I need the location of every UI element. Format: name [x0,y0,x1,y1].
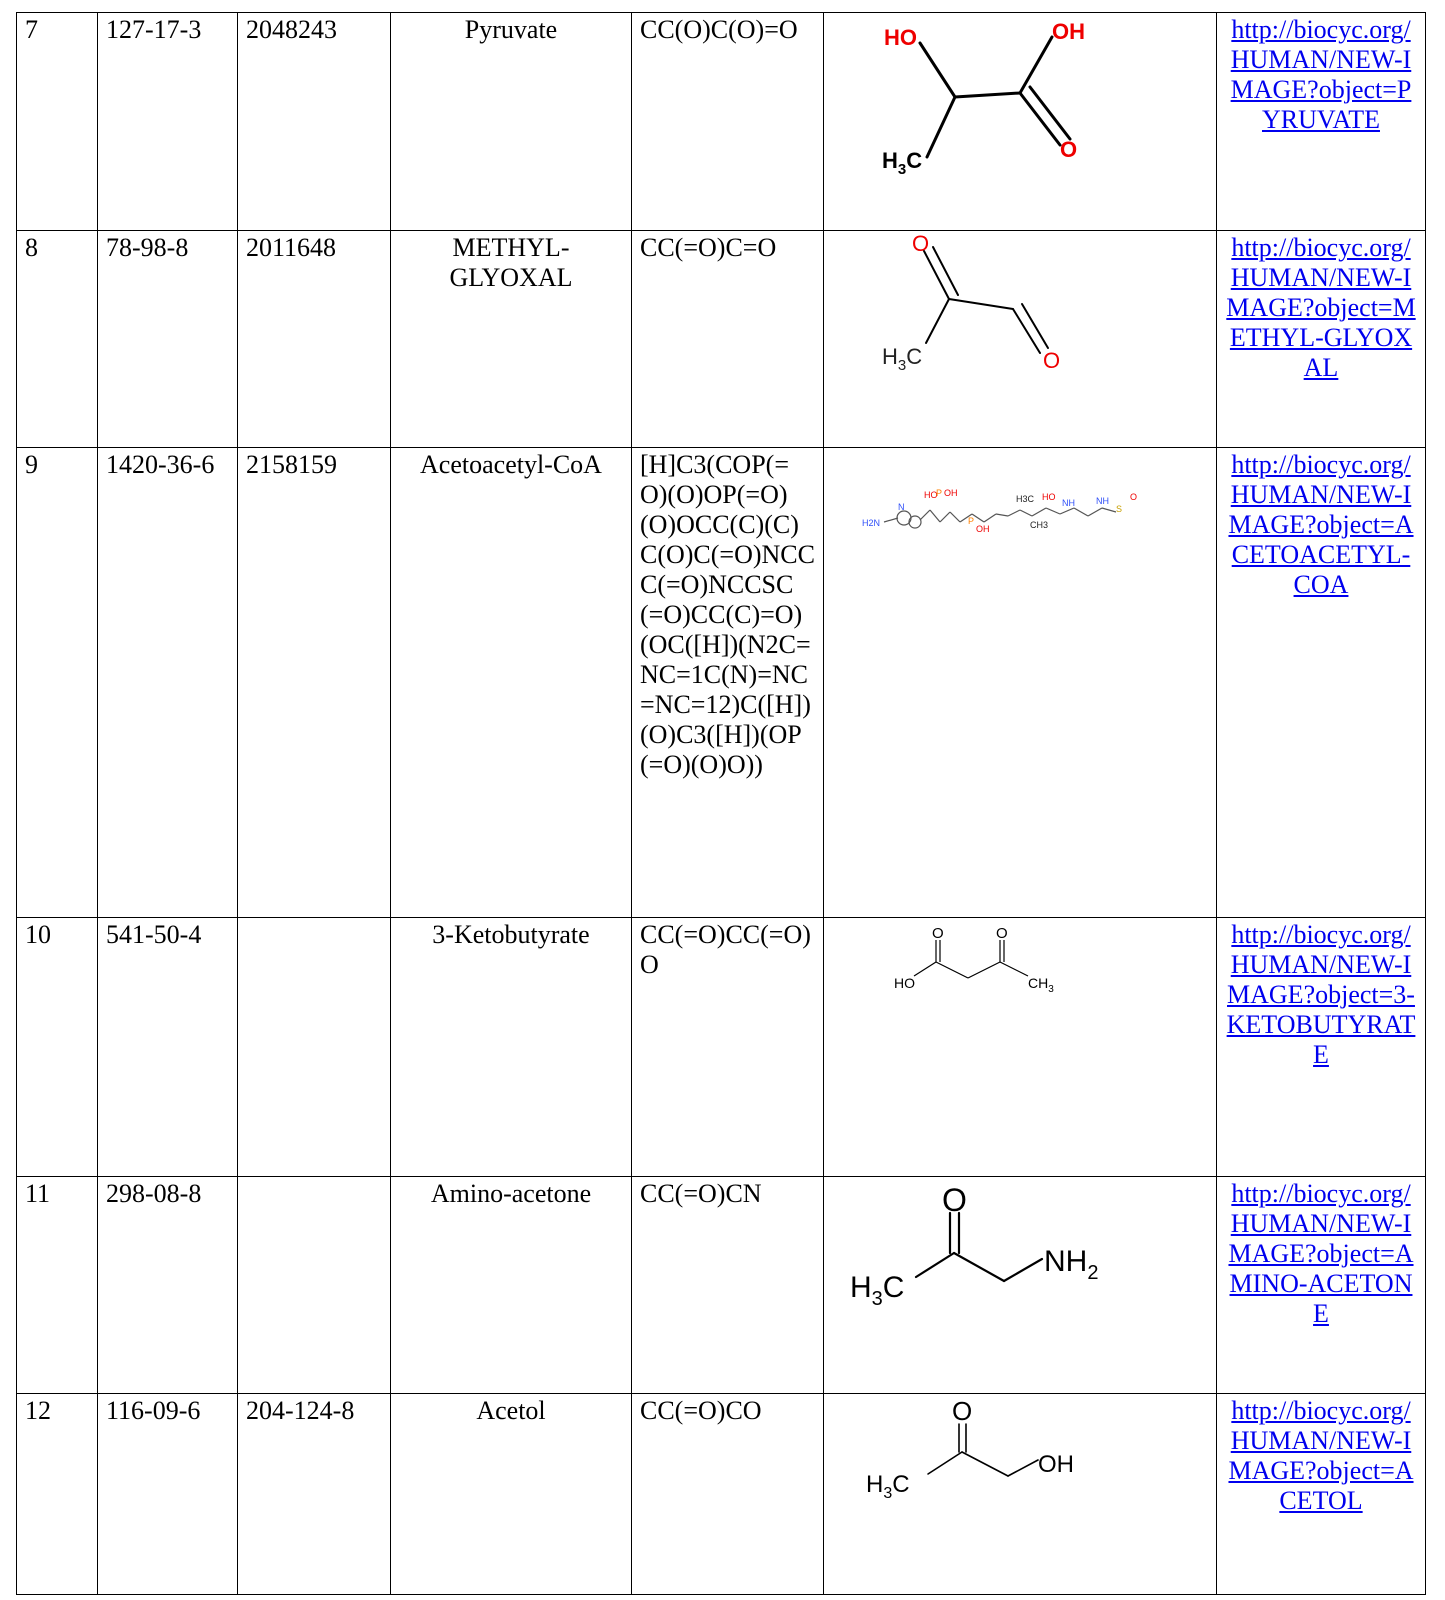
compound-name: Amino-acetone [390,1176,632,1394]
biocyc-link-cell: http://biocyc.org/HUMAN/NEW-IMAGE?object… [1216,230,1426,448]
compound-name: Acetol [390,1393,632,1595]
atom-label: HO [894,975,915,991]
atom-label: O [1043,348,1060,373]
atom-label: O [932,925,944,942]
biocyc-link[interactable]: http://biocyc.org/HUMAN/NEW-IMAGE?object… [1230,15,1412,134]
atom-label: O [1060,137,1077,162]
atom-label: H3C [882,344,922,374]
compound-id: 204-124-8 [237,1393,391,1595]
compound-id: 2158159 [237,447,391,918]
structure-cell: HO OH O H3C [823,12,1217,231]
atom-label: O [912,233,929,256]
cas-number: 127-17-3 [97,12,238,231]
structure-cell: H2N N HO P OH P OH H3C CH3 HO NH NH S O [823,447,1217,918]
biocyc-link-cell: http://biocyc.org/HUMAN/NEW-IMAGE?object… [1216,447,1426,918]
row-number: 7 [16,12,98,231]
atom-label: S [1116,504,1122,514]
compound-name: 3-Ketobutyrate [390,917,632,1177]
atom-label: NH2 [1044,1245,1098,1284]
atom-label: H2N [862,518,880,528]
smiles-string: CC(=O)CC(=O)O [631,917,824,1177]
atom-label: NH [1096,496,1109,506]
metabolite-table: 7 127-17-3 2048243 Pyruvate CC(O)C(O)=O … [16,12,1426,1595]
atom-label: O [942,1182,967,1218]
atom-label: H3C [850,1271,904,1310]
atom-label: OH [944,488,958,498]
atom-label: H3C [866,1471,910,1502]
methylglyoxal-structure-image: O O H3C [882,233,1060,374]
pyruvate-structure-image: HO OH O H3C [882,19,1085,178]
atom-label: OH [1038,1451,1074,1478]
biocyc-link-cell: http://biocyc.org/HUMAN/NEW-IMAGE?object… [1216,1176,1426,1394]
biocyc-link[interactable]: http://biocyc.org/HUMAN/NEW-IMAGE?object… [1226,920,1416,1069]
structure-cell: O O HO CH3 [823,917,1217,1177]
atom-label: OH [1052,19,1085,44]
row-number: 12 [16,1393,98,1595]
atom-label: CH3 [1030,520,1048,530]
atom-label: O [996,925,1008,942]
compound-name: Acetoacetyl-CoA [390,447,632,918]
acetol-structure-image: O H3C OH [866,1396,1074,1502]
cas-number: 541-50-4 [97,917,238,1177]
atom-label: O [952,1396,972,1426]
compound-name: METHYL-GLYOXAL [390,230,632,448]
structure-cell: O H3C NH2 [823,1176,1217,1394]
atom-label: O [1130,492,1137,502]
atom-label: H3C [882,148,922,178]
smiles-string: [H]C3(COP(=O)(O)OP(=O)(O)OCC(C)(C)C(O)C(… [631,447,824,918]
atom-label: N [898,502,905,512]
atom-label: P [936,488,942,498]
row-number: 9 [16,447,98,918]
biocyc-link[interactable]: http://biocyc.org/HUMAN/NEW-IMAGE?object… [1228,1179,1414,1328]
biocyc-link[interactable]: http://biocyc.org/HUMAN/NEW-IMAGE?object… [1228,450,1414,599]
compound-id [237,1176,391,1394]
smiles-string: CC(=O)CN [631,1176,824,1394]
cas-number: 1420-36-6 [97,447,238,918]
atom-label: P [968,516,974,526]
table-row: 7 127-17-3 2048243 Pyruvate CC(O)C(O)=O … [16,12,1426,231]
row-number: 8 [16,230,98,448]
table-row: 9 1420-36-6 2158159 Acetoacetyl-CoA [H]C… [16,447,1426,918]
smiles-string: CC(O)C(O)=O [631,12,824,231]
biocyc-link-cell: http://biocyc.org/HUMAN/NEW-IMAGE?object… [1216,12,1426,231]
smiles-string: CC(=O)C=O [631,230,824,448]
smiles-string: CC(=O)CO [631,1393,824,1595]
biocyc-link-cell: http://biocyc.org/HUMAN/NEW-IMAGE?object… [1216,1393,1426,1595]
cas-number: 298-08-8 [97,1176,238,1394]
acetoacetyl-coa-structure-image: H2N N HO P OH P OH H3C CH3 HO NH NH S O [862,488,1137,534]
compound-name: Pyruvate [390,12,632,231]
ketobutyrate-structure-image: O O HO CH3 [894,925,1054,995]
structure-cell: O H3C OH [823,1393,1217,1595]
atom-label: HO [1042,492,1056,502]
biocyc-link[interactable]: http://biocyc.org/HUMAN/NEW-IMAGE?object… [1226,233,1416,382]
atom-label: NH [1062,498,1075,508]
atom-label: CH3 [1028,975,1054,995]
atom-label: HO [884,25,917,50]
atom-label: H3C [1016,494,1035,504]
row-number: 10 [16,917,98,1177]
table-row: 12 116-09-6 204-124-8 Acetol CC(=O)CO O … [16,1393,1426,1595]
row-number: 11 [16,1176,98,1394]
compound-id: 2011648 [237,230,391,448]
atom-label: OH [976,524,990,534]
atom-label: HO [924,490,938,500]
structure-cell: O O H3C [823,230,1217,448]
table-row: 8 78-98-8 2011648 METHYL-GLYOXAL CC(=O)C… [16,230,1426,448]
biocyc-link-cell: http://biocyc.org/HUMAN/NEW-IMAGE?object… [1216,917,1426,1177]
aminoacetone-structure-image: O H3C NH2 [850,1182,1098,1310]
table-row: 10 541-50-4 3-Ketobutyrate CC(=O)CC(=O)O [16,917,1426,1177]
compound-id: 2048243 [237,12,391,231]
biocyc-link[interactable]: http://biocyc.org/HUMAN/NEW-IMAGE?object… [1228,1396,1414,1515]
cas-number: 78-98-8 [97,230,238,448]
table-row: 11 298-08-8 Amino-acetone CC(=O)CN O H3C… [16,1176,1426,1394]
cas-number: 116-09-6 [97,1393,238,1595]
compound-id [237,917,391,1177]
